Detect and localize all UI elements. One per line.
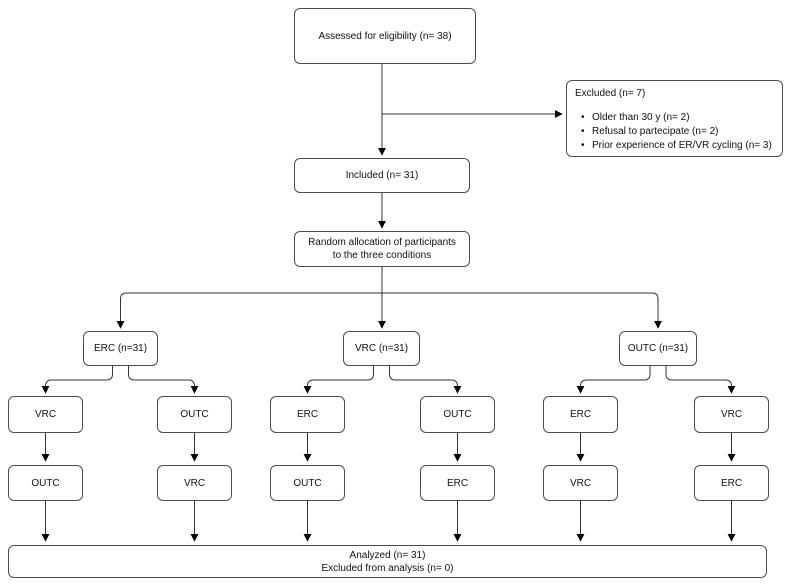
node-assessed: Assessed for eligibility (n= 38) xyxy=(294,8,476,64)
excluded-bullet: Older than 30 y (n= 2) xyxy=(581,111,772,124)
node-assessed-label: Assessed for eligibility (n= 38) xyxy=(318,30,452,42)
node-phase3-0-label: OUTC xyxy=(31,477,60,489)
node-phase3-5: ERC xyxy=(694,465,769,501)
node-phase3-2-label: OUTC xyxy=(293,477,322,489)
node-condition-outc: OUTC (n=31) xyxy=(619,331,697,366)
node-phase3-0: OUTC xyxy=(8,465,83,501)
node-allocation-line1: Random allocation of participants xyxy=(308,237,456,248)
node-phase3-1-label: VRC xyxy=(183,477,206,489)
node-phase2-2: ERC xyxy=(270,396,345,433)
excluded-bullet: Refusal to partecipate (n= 2) xyxy=(581,125,772,138)
node-phase2-3: OUTC xyxy=(420,396,495,433)
node-phase3-3-label: ERC xyxy=(446,477,469,489)
node-excluded-title: Excluded (n= 7) xyxy=(575,88,646,99)
node-excluded: Excluded (n= 7) Older than 30 y (n= 2) R… xyxy=(566,80,783,157)
node-phase2-5: VRC xyxy=(694,396,769,433)
node-excluded-bullet-list: Older than 30 y (n= 2) Refusal to partec… xyxy=(581,111,772,153)
node-allocation: Random allocation of participants to the… xyxy=(294,231,470,267)
excluded-bullet: Prior experience of ER/VR cycling (n= 3) xyxy=(581,139,772,152)
node-phase2-2-label: ERC xyxy=(296,409,319,420)
node-analyzed-line1: Analyzed (n= 31) xyxy=(349,549,426,561)
node-phase3-4: VRC xyxy=(543,465,618,501)
node-condition-outc-label: OUTC (n=31) xyxy=(627,343,689,354)
node-phase3-5-label: ERC xyxy=(720,477,743,489)
node-phase3-2: OUTC xyxy=(270,465,345,501)
node-phase2-0: VRC xyxy=(8,396,83,433)
node-phase2-1-label: OUTC xyxy=(180,409,209,420)
node-phase3-1: VRC xyxy=(157,465,232,501)
node-phase2-5-label: VRC xyxy=(720,409,743,420)
node-phase2-1: OUTC xyxy=(157,396,232,433)
node-phase2-3-label: OUTC xyxy=(443,409,472,420)
node-included: Included (n= 31) xyxy=(294,158,470,193)
node-analyzed: Analyzed (n= 31) Excluded from analysis … xyxy=(8,545,767,578)
node-condition-erc-label: ERC (n=31) xyxy=(93,343,148,354)
node-phase3-4-label: VRC xyxy=(569,477,592,489)
node-included-label: Included (n= 31) xyxy=(345,170,419,181)
node-allocation-line2: to the three conditions xyxy=(332,250,432,261)
node-phase2-4: ERC xyxy=(543,396,618,433)
node-analyzed-line2: Excluded from analysis (n= 0) xyxy=(321,562,454,574)
node-phase2-4-label: ERC xyxy=(569,409,592,420)
node-condition-vrc: VRC (n=31) xyxy=(343,331,420,366)
node-phase2-0-label: VRC xyxy=(34,409,57,420)
node-phase3-3: ERC xyxy=(420,465,495,501)
node-condition-vrc-label: VRC (n=31) xyxy=(354,343,409,354)
node-condition-erc: ERC (n=31) xyxy=(83,331,158,366)
